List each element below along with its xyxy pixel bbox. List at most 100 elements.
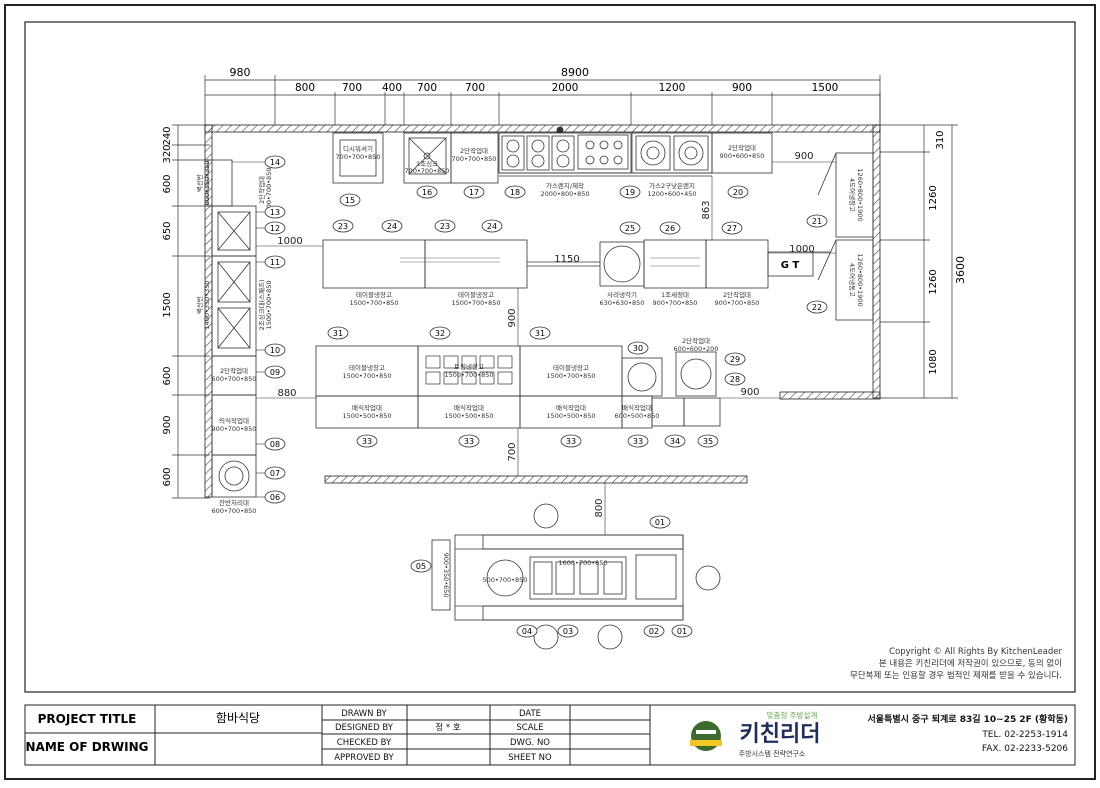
svg-text:16: 16 — [422, 188, 432, 197]
equip-22-spec: 1260•800•1900 — [856, 253, 864, 306]
svg-text:600: 600 — [162, 467, 173, 486]
dim-seg-6: 1200 — [659, 82, 686, 94]
svg-text:17: 17 — [469, 188, 479, 197]
top-wall-equipment — [332, 132, 773, 184]
company-contact: 서울특별시 중구 퇴계로 83길 10~25 2F (황학동) TEL. 02-… — [868, 713, 1069, 754]
island-row-1-labels: 테이블냉장고 1500•700•850 테이블냉장고 1500•700•850 … — [349, 290, 759, 307]
lower-bubbles: 01 01 02 03 04 05 — [410, 515, 693, 638]
svg-text:900: 900 — [794, 151, 813, 162]
dim-top-total: 8900 — [561, 66, 589, 79]
bubble-21: 21 — [806, 214, 828, 228]
top-segment-labels: 800 700 400 700 700 2000 1200 900 1500 — [295, 82, 838, 94]
drawn-by-label: DRAWN BY — [341, 709, 387, 719]
equip-31b-label: 테이블냉장고 — [553, 363, 589, 372]
svg-text:배식작업대: 배식작업대 — [454, 403, 484, 412]
left-dimension-lines — [172, 124, 210, 499]
bubble-35: 35 — [697, 434, 719, 448]
island-row-2 — [315, 345, 721, 429]
approved-by-label: APPROVED BY — [334, 753, 394, 763]
svg-text:33: 33 — [633, 437, 643, 446]
svg-text:33: 33 — [464, 437, 474, 446]
equip-14-label: 벽선반 — [195, 174, 204, 192]
equip-13-spec: 600•700•850 — [265, 168, 273, 213]
svg-text:33: 33 — [566, 437, 576, 446]
svg-text:14: 14 — [270, 158, 280, 167]
bubble-12: 12 — [256, 221, 286, 235]
equip-19b-label: 가스2구낮은렌지 — [649, 181, 695, 190]
sheet-no-label: SHEET NO — [508, 753, 552, 763]
bubble-22: 22 — [806, 300, 828, 314]
svg-text:10: 10 — [270, 346, 280, 355]
equip-04-spec: 500•700•850 — [483, 576, 528, 584]
aisle-dimensions: 1000 1150 1000 900 880 900 900 863 700 8… — [256, 151, 836, 535]
equip-33-label: 배식작업대 — [352, 403, 382, 412]
svg-text:28: 28 — [730, 375, 740, 384]
equip-15-label: 디시워셔기 — [343, 144, 373, 153]
equip-23-label: 테이블냉장고 — [356, 290, 392, 299]
dwg-no-label: DWG. NO — [510, 738, 550, 748]
bubble-32: 32 — [429, 326, 451, 340]
telephone: TEL. 02-2253-1914 — [981, 730, 1068, 740]
bubble-34: 34 — [664, 434, 686, 448]
equip-11-spec: 1400•350•350 — [203, 280, 211, 329]
gas-range-burners — [501, 126, 709, 171]
bubble-33d: 33 — [627, 434, 649, 448]
equip-31-label: 테이블냉장고 — [349, 363, 385, 372]
address: 서울특별시 중구 퇴계로 83길 10~25 2F (황학동) — [868, 713, 1068, 725]
svg-text:01: 01 — [677, 627, 687, 636]
bubble-24: 24 — [381, 219, 403, 233]
bubble-29: 29 — [724, 352, 746, 366]
date-label: DATE — [519, 709, 541, 719]
designed-by-value: 정 * 호 — [435, 722, 460, 733]
equip-10-label: 2조싱크대(스패츠) — [257, 279, 266, 330]
logo-tagline: 맞춤형 주방설계 — [767, 710, 818, 720]
left-dimension-labels: 240 320 600 650 1500 600 900 600 — [162, 126, 173, 486]
svg-text:01: 01 — [655, 518, 665, 527]
svg-text:배식작업대: 배식작업대 — [556, 403, 586, 412]
right-dimension-labels: 310 1260 1260 1080 3600 — [928, 130, 967, 374]
svg-text:900: 900 — [162, 415, 173, 434]
equip-25-label: 사리냉각기 — [607, 290, 637, 299]
svg-text:34: 34 — [670, 437, 680, 446]
svg-text:3600: 3600 — [954, 256, 967, 284]
top-bubbles: 15 16 17 18 19 20 — [339, 185, 749, 207]
island-row-1-hatch — [400, 257, 700, 267]
logo-mark-icon — [691, 721, 721, 751]
equip-23b-spec: 1500•700•850 — [451, 299, 500, 307]
svg-text:11: 11 — [270, 258, 280, 267]
dim-seg-5: 2000 — [552, 82, 579, 94]
equip-06-spec: 600•700•850 — [212, 507, 257, 515]
svg-text:880: 880 — [277, 388, 296, 399]
bubble-27: 27 — [721, 221, 743, 235]
dim-seg-8: 1500 — [812, 82, 839, 94]
top-wall-labels: 디시워셔기 700•700•850 1조싱크 700•700•850 2단작업대… — [336, 143, 765, 198]
svg-text:1260: 1260 — [928, 269, 939, 294]
equip-11-label: 벽선반 — [195, 296, 204, 314]
svg-text:650: 650 — [162, 221, 173, 240]
bubble-06: 06 — [256, 490, 286, 504]
equip-29-spec: 600•600•200 — [674, 345, 719, 353]
svg-text:863: 863 — [701, 200, 712, 219]
equip-05-spec: 900•350•650 — [442, 553, 450, 598]
island-row-2-bubbles: 31 32 31 30 29 28 33 33 33 33 34 35 — [327, 326, 746, 448]
svg-text:27: 27 — [727, 224, 737, 233]
equip-32-label: 토핑냉장고 — [454, 362, 484, 371]
bubble-17: 17 — [463, 185, 485, 199]
equip-33c-spec: 600•500•850 — [615, 412, 660, 420]
svg-text:08: 08 — [270, 440, 280, 449]
equip-17-spec: 700•700•850 — [452, 155, 497, 163]
equip-16-spec: 700•700•850 — [405, 167, 450, 175]
bubble-07: 07 — [256, 466, 286, 480]
svg-text:15: 15 — [345, 196, 355, 205]
svg-text:13: 13 — [270, 208, 280, 217]
svg-text:1000: 1000 — [789, 244, 814, 255]
left-bubbles: 14 13 12 11 10 09 08 07 06 — [232, 155, 286, 504]
equip-16-label: 1조싱크 — [416, 159, 438, 168]
top-dimension-lines — [204, 75, 881, 125]
lower-counter — [431, 503, 721, 650]
right-bubbles: 21 22 — [806, 214, 828, 314]
project-title-label: PROJECT TITLE — [38, 712, 137, 726]
bubble-16: 16 — [416, 185, 438, 199]
title-block-grid — [24, 704, 1076, 766]
